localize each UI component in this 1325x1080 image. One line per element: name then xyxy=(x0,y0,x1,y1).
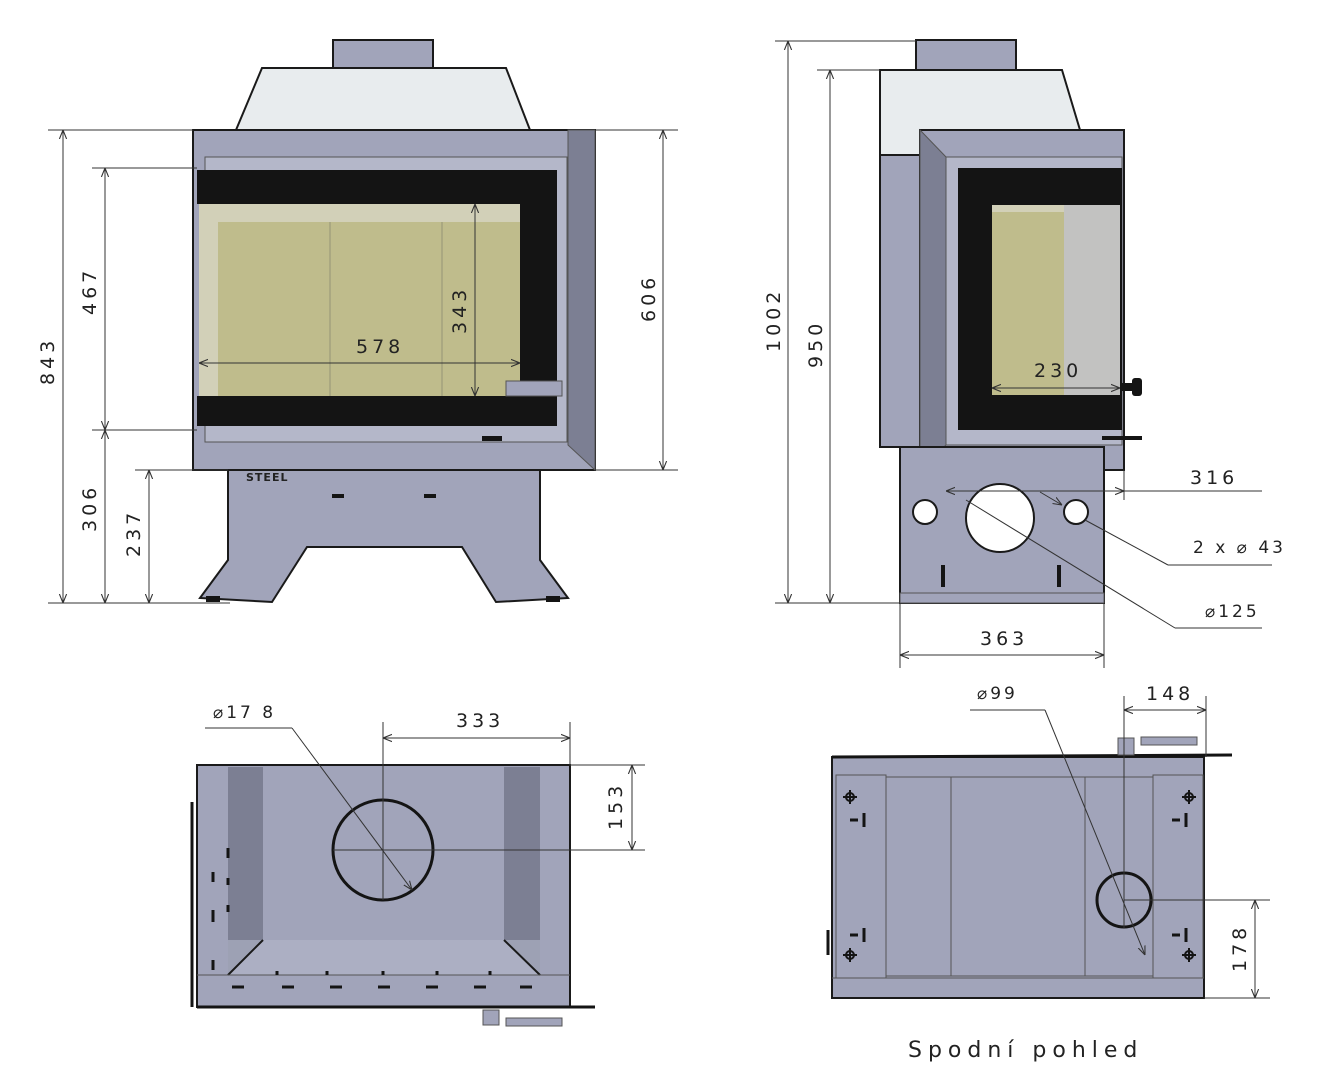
label-side-950: 950 xyxy=(805,320,827,368)
label-front-578: 578 xyxy=(356,336,404,358)
front-logo: STEEL xyxy=(246,471,288,484)
side-inlet-small-2 xyxy=(1063,499,1089,525)
label-bottom-178: 178 xyxy=(1229,924,1251,972)
side-back-body xyxy=(879,154,926,448)
label-front-237: 237 xyxy=(123,509,145,557)
bottom-view: ⌀99 148 178 Spodní pohled xyxy=(826,683,1270,1063)
side-view: 1002 950 230 316 2 x ⌀ 43 ⌀125 363 xyxy=(763,39,1286,668)
label-front-306: 306 xyxy=(79,484,101,532)
label-side-316: 316 xyxy=(1190,467,1238,489)
side-flue-pipe xyxy=(915,39,1017,71)
side-inlet-large xyxy=(965,483,1035,553)
label-side-230: 230 xyxy=(1034,360,1082,382)
front-hood xyxy=(234,67,532,131)
front-flue-pipe xyxy=(332,39,434,71)
front-bevel xyxy=(567,129,596,472)
label-side-1002: 1002 xyxy=(763,288,785,352)
label-top-333: 333 xyxy=(456,710,504,732)
front-bottom-band xyxy=(197,396,557,426)
side-inlet-small-1 xyxy=(912,499,938,525)
label-top-178: ⌀17 8 xyxy=(213,703,276,723)
front-stand xyxy=(198,469,570,604)
side-glass xyxy=(992,212,1064,395)
leader-bottom-99 xyxy=(1044,709,1145,955)
front-handle xyxy=(505,380,563,397)
label-side-125: ⌀125 xyxy=(1205,602,1260,622)
caption-bottom-view: Spodní pohled xyxy=(908,1038,1143,1063)
label-front-343: 343 xyxy=(449,286,471,334)
label-front-467: 467 xyxy=(79,267,101,315)
label-side-363: 363 xyxy=(980,628,1028,650)
label-top-153: 153 xyxy=(605,782,627,830)
label-front-843: 843 xyxy=(37,337,59,385)
leader-top-178 xyxy=(291,727,412,890)
label-side-2x43: 2 x ⌀ 43 xyxy=(1193,538,1286,558)
label-bottom-99: ⌀99 xyxy=(977,684,1018,704)
front-top-band xyxy=(197,170,557,204)
front-view: STEEL 843 467 306 237 606 578 343 xyxy=(37,39,678,604)
top-view: ⌀17 8 333 153 xyxy=(190,703,645,1027)
label-bottom-148: 148 xyxy=(1146,683,1194,705)
label-front-606: 606 xyxy=(638,274,660,322)
